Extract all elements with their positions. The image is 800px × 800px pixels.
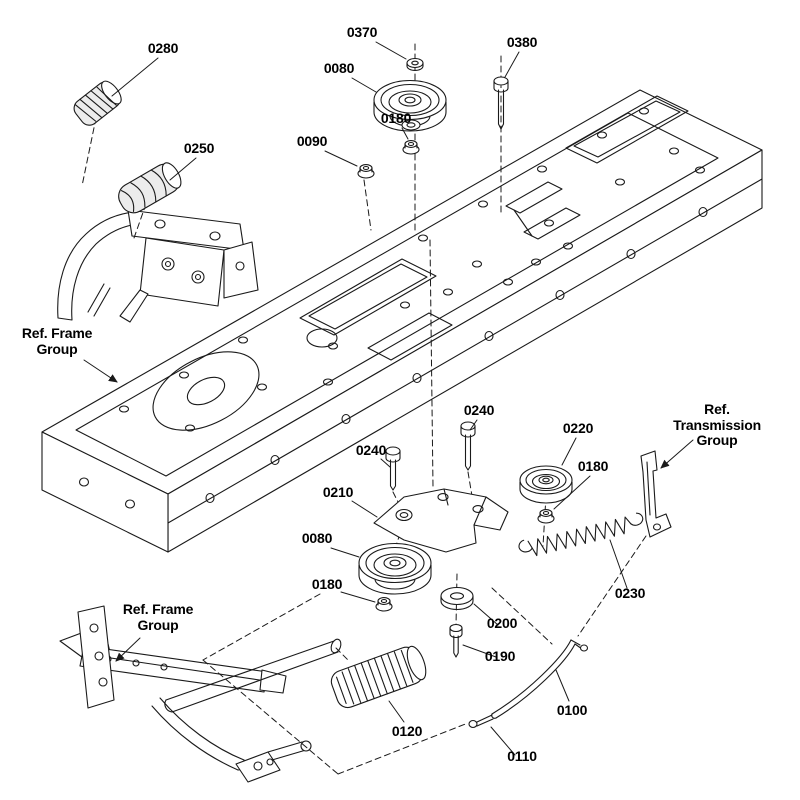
- callout-0190: 0190: [484, 648, 516, 664]
- nut-0180-lower: [375, 597, 393, 612]
- ref-transmission-group: Ref. Transmission Group: [673, 401, 761, 449]
- callout-0090: 0090: [296, 133, 328, 149]
- spring-0230: [518, 512, 644, 557]
- callout-leader-lines: [83, 41, 694, 756]
- callout-0280: 0280: [147, 40, 179, 56]
- chassis-frame: [41, 89, 763, 553]
- bolt-0190: [449, 623, 463, 658]
- idler-pulley-0080-lower: [358, 542, 432, 595]
- idler-arm-0210: [373, 488, 509, 553]
- callout-0110: 0110: [507, 748, 537, 764]
- callout-0120: 0120: [391, 723, 423, 739]
- transmission-bracket: [640, 450, 672, 538]
- callout-0240-upper: 0240: [463, 402, 495, 418]
- callout-0080-top: 0080: [323, 60, 355, 76]
- callout-0180-top: 0180: [380, 110, 412, 126]
- knob-0280: [73, 80, 122, 126]
- callout-0200: 0200: [486, 615, 518, 631]
- washer-0370: [406, 57, 424, 72]
- callout-0380: 0380: [506, 34, 538, 50]
- bolt-0240-left: [385, 446, 401, 491]
- callout-0080-lower: 0080: [301, 530, 333, 546]
- lever-assembly: [57, 209, 259, 323]
- callout-0180-lower: 0180: [311, 576, 343, 592]
- chassis-front-holes: [78, 206, 708, 509]
- callout-0100: 0100: [556, 702, 588, 718]
- rod-0100: [491, 639, 589, 719]
- callout-0250: 0250: [183, 140, 215, 156]
- grip-0250: [118, 162, 182, 214]
- ref-frame-group-top: Ref. Frame Group: [21, 325, 93, 357]
- cotter-pin-0110: [468, 714, 494, 729]
- nut-0090: [357, 164, 375, 179]
- callout-0220: 0220: [562, 420, 594, 436]
- grip-0120: [330, 645, 427, 709]
- callout-0240-lower: 0240: [355, 442, 387, 458]
- pulley-0220: [519, 465, 573, 504]
- callout-0230: 0230: [614, 585, 646, 601]
- callout-0370: 0370: [346, 24, 378, 40]
- ref-frame-group-bottom: Ref. Frame Group: [122, 601, 194, 633]
- spacer-under-pulley: [401, 119, 421, 131]
- bolt-0380: [493, 76, 509, 130]
- callout-0210: 0210: [322, 484, 354, 500]
- chassis-top-holes: [118, 107, 706, 432]
- nut-0180-top: [402, 140, 420, 155]
- nut-0180-right: [537, 509, 555, 524]
- callout-0180-right: 0180: [577, 458, 609, 474]
- bolt-0240-right: [460, 421, 476, 471]
- washer-0200: [440, 586, 474, 611]
- pedal-frame-group: [59, 605, 342, 783]
